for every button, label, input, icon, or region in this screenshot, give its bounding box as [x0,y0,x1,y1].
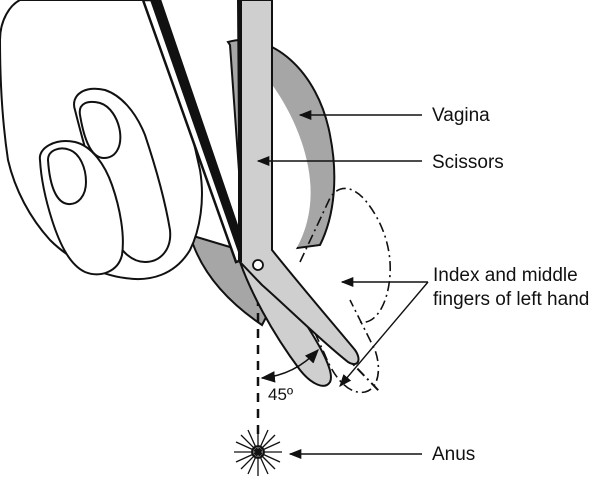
middle-nail [46,147,88,206]
angle-arc [260,348,319,383]
fingers-label-line1: Index and middle [433,265,578,286]
fingers-leader-lower [339,281,429,387]
vagina-label: Vagina [432,105,490,126]
anus-icon [234,428,282,476]
leader-lines [256,109,429,460]
inserted-fingers [289,187,391,394]
angle-label: 45º [268,385,293,404]
scissors-label: Scissors [432,152,504,173]
anus-label: Anus [432,444,475,465]
index-nail [78,100,122,160]
scissors-pivot [252,259,264,271]
fingers-label-line2: fingers of left hand [433,289,589,310]
left-hand [0,0,203,280]
